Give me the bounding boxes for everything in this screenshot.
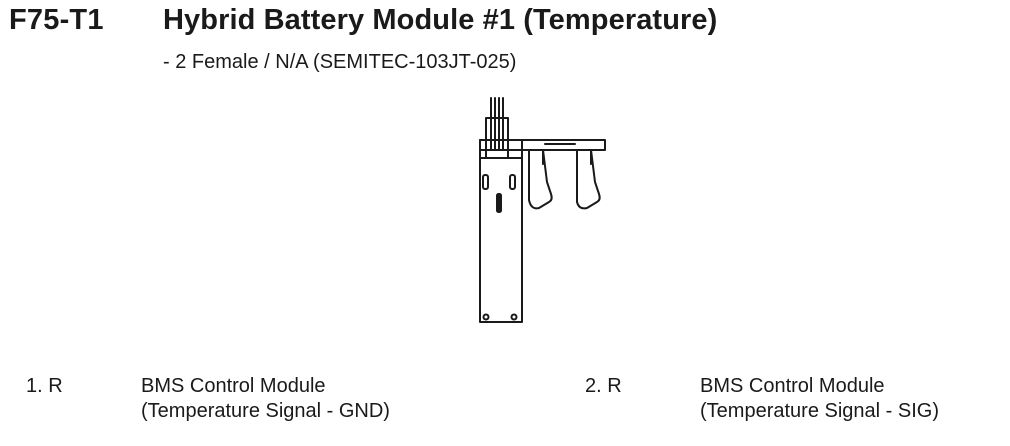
pin-2-description-line1: BMS Control Module <box>700 375 885 397</box>
connector-subtitle: - 2 Female / N/A (SEMITEC-103JT-025) <box>163 51 517 73</box>
pin-1-description-line1: BMS Control Module <box>141 375 326 397</box>
pin-1-description: BMS Control Module (Temperature Signal -… <box>141 374 390 424</box>
connector-title: Hybrid Battery Module #1 (Temperature) <box>163 4 718 36</box>
pin-1-number: 1. R <box>26 375 63 397</box>
pin-2-description-line2: (Temperature Signal - SIG) <box>700 400 939 422</box>
pin-2-number: 2. R <box>585 375 622 397</box>
pin-2-description: BMS Control Module (Temperature Signal -… <box>700 374 939 424</box>
pin-1-description-line2: (Temperature Signal - GND) <box>141 400 390 422</box>
connector-code: F75-T1 <box>9 4 104 36</box>
connector-side-view-icon <box>465 90 625 330</box>
